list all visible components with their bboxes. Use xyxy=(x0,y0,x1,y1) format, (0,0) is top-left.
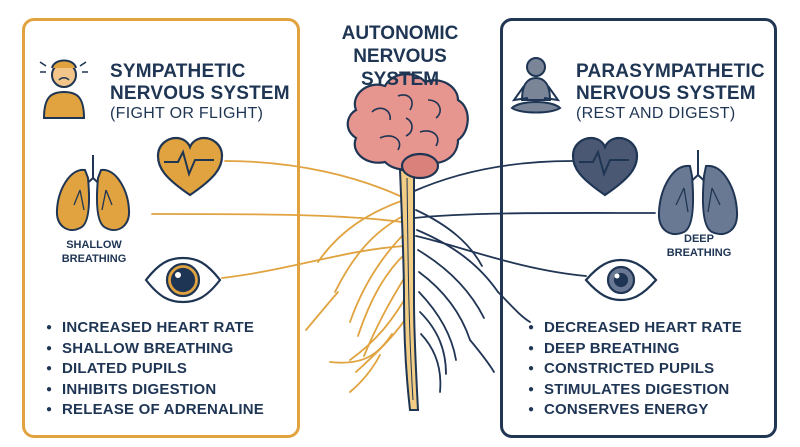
effect-item: STIMULATES DIGESTION xyxy=(528,380,742,401)
effect-item: DEEP BREATHING xyxy=(528,339,742,360)
parasympathetic-title: PARASYMPATHETIC NERVOUS SYSTEM xyxy=(576,61,765,104)
parasympathetic-subtitle: (REST AND DIGEST) xyxy=(576,105,736,122)
deep-breathing-label: DEEP BREATHING xyxy=(666,233,732,259)
parasympathetic-nerves xyxy=(411,160,656,393)
shallow-breathing-label: SHALLOW BREATHING xyxy=(61,239,127,265)
sympathetic-effects-list: INCREASED HEART RATE SHALLOW BREATHING D… xyxy=(46,318,264,421)
effect-item: DILATED PUPILS xyxy=(46,359,264,380)
sympathetic-subtitle: (FIGHT OR FLIGHT) xyxy=(110,105,264,122)
eye-icon-right xyxy=(584,258,658,302)
lungs-icon-right xyxy=(657,150,739,235)
heart-icon-left xyxy=(156,136,224,197)
heart-icon-right xyxy=(571,136,639,197)
effect-item: INHIBITS DIGESTION xyxy=(46,380,264,401)
effect-item: CONSTRICTED PUPILS xyxy=(528,359,742,380)
diagram-title: AUTONOMIC NERVOUS SYSTEM xyxy=(341,23,459,90)
sympathetic-panel xyxy=(22,18,300,438)
effect-item: DECREASED HEART RATE xyxy=(528,318,742,339)
spinal-cord-icon xyxy=(398,169,420,411)
brain-icon xyxy=(346,73,469,180)
sympathetic-nerves xyxy=(151,160,411,393)
effect-item: SHALLOW BREATHING xyxy=(46,339,264,360)
effect-item: CONSERVES ENERGY xyxy=(528,400,742,421)
effect-item: INCREASED HEART RATE xyxy=(46,318,264,339)
parasympathetic-panel xyxy=(500,18,777,438)
sympathetic-title: SYMPATHETIC NERVOUS SYSTEM xyxy=(110,61,290,104)
effect-item: RELEASE OF ADRENALINE xyxy=(46,400,264,421)
parasympathetic-effects-list: DECREASED HEART RATE DEEP BREATHING CONS… xyxy=(528,318,742,421)
eye-icon-left xyxy=(144,256,222,304)
lungs-icon-left xyxy=(55,155,131,231)
stressed-person-icon xyxy=(39,59,88,119)
meditating-person-icon xyxy=(510,57,562,114)
